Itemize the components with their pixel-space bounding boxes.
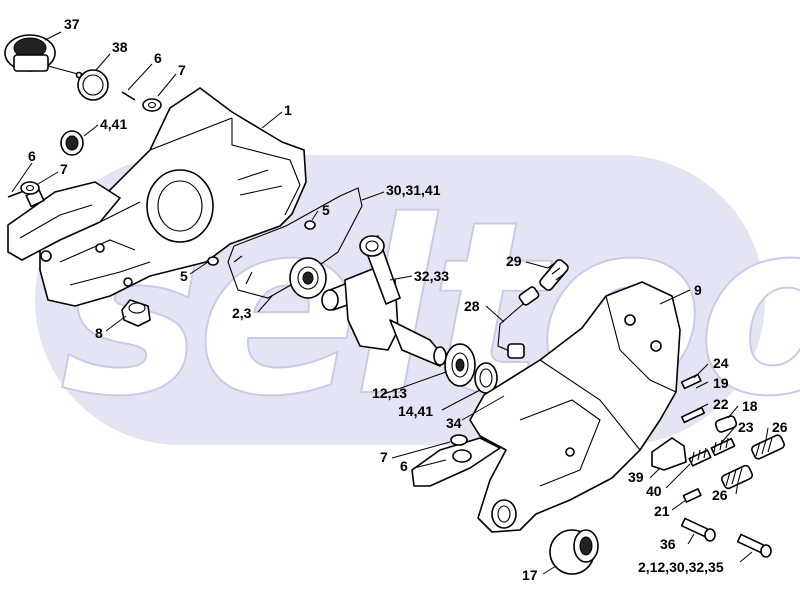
part-38-o-ring xyxy=(77,69,109,101)
callout-5-upper: 5 xyxy=(322,202,330,218)
part-7-washer-lower xyxy=(450,434,468,446)
callout-7-lower: 7 xyxy=(380,449,388,465)
callout-26-upper: 26 xyxy=(772,419,788,435)
callout-6-left: 6 xyxy=(28,148,36,164)
part-26-bolt-a xyxy=(751,434,785,460)
callout-28: 28 xyxy=(464,298,480,314)
part-26-bolt-b xyxy=(720,464,754,490)
callout-22: 22 xyxy=(713,396,729,412)
part-36-screw xyxy=(680,517,716,542)
part-23-spring xyxy=(710,437,736,457)
part-35-screw xyxy=(736,533,772,558)
part-22-screw xyxy=(680,406,706,424)
callout-36: 36 xyxy=(660,536,676,552)
part-7-washer-left xyxy=(20,181,40,195)
callout-34: 34 xyxy=(446,415,462,431)
callout-32-33: 32,33 xyxy=(414,268,449,284)
callout-9: 9 xyxy=(694,282,702,298)
callout-8: 8 xyxy=(95,325,103,341)
callout-5-lower: 5 xyxy=(180,268,188,284)
part-18-sleeve xyxy=(714,415,738,433)
part-28-oil-line xyxy=(497,286,540,359)
callout-24: 24 xyxy=(713,355,729,371)
callout-2-3: 2,3 xyxy=(232,305,252,321)
crankshaft-assembly xyxy=(321,235,447,367)
crankcase-left-half xyxy=(39,87,307,307)
part-6-pin-left xyxy=(7,190,25,198)
watermark: seltoo xyxy=(35,155,800,450)
callout-17: 17 xyxy=(522,567,538,583)
callout-19: 19 xyxy=(713,375,729,391)
part-4-seal xyxy=(60,130,84,156)
part-30-bearing xyxy=(289,257,327,299)
part-37-assembly xyxy=(4,34,83,79)
part-6-pin-upper xyxy=(121,91,136,101)
callout-29: 29 xyxy=(506,253,522,269)
part-2-gasket xyxy=(227,187,363,299)
part-5-dowel-a xyxy=(207,256,219,266)
crankcase-right-half xyxy=(469,281,681,533)
part-29-fitting xyxy=(539,259,569,291)
callout-39: 39 xyxy=(628,469,644,485)
callout-30-31-41: 30,31,41 xyxy=(386,182,441,198)
callouts: 37 38 6 7 4,41 1 6 7 30,31,41 5 5 2,3 8 … xyxy=(28,16,788,583)
callout-2-12-30-32-35: 2,12,30,32,35 xyxy=(638,559,724,575)
part-17-buffer xyxy=(549,529,599,575)
leader-lines xyxy=(11,31,769,575)
part-8-sleeve xyxy=(121,299,151,327)
callout-37: 37 xyxy=(64,16,80,32)
callout-14-41: 14,41 xyxy=(398,403,433,419)
part-7-washer-upper xyxy=(142,98,162,112)
callout-7-upper: 7 xyxy=(178,62,186,78)
callout-26-lower: 26 xyxy=(712,487,728,503)
rear-mount-right xyxy=(411,437,501,487)
callout-1: 1 xyxy=(284,102,292,118)
callout-38: 38 xyxy=(112,39,128,55)
part-21-screw xyxy=(682,488,702,503)
callout-23: 23 xyxy=(738,419,754,435)
callout-12-13: 12,13 xyxy=(372,385,407,401)
callout-18: 18 xyxy=(742,398,758,414)
part-12-bearing xyxy=(444,343,476,387)
watermark-text: seltoo xyxy=(60,169,800,449)
callout-21: 21 xyxy=(654,503,670,519)
callout-6-lower: 6 xyxy=(400,458,408,474)
part-39-bracket xyxy=(651,437,687,471)
part-5-dowel-b xyxy=(304,220,316,230)
callout-6-upper: 6 xyxy=(154,50,162,66)
callout-40: 40 xyxy=(646,483,662,499)
callout-7-left: 7 xyxy=(60,161,68,177)
part-40-screw xyxy=(688,447,712,467)
callout-4-41: 4,41 xyxy=(100,116,127,132)
part-24-spring xyxy=(680,373,702,390)
